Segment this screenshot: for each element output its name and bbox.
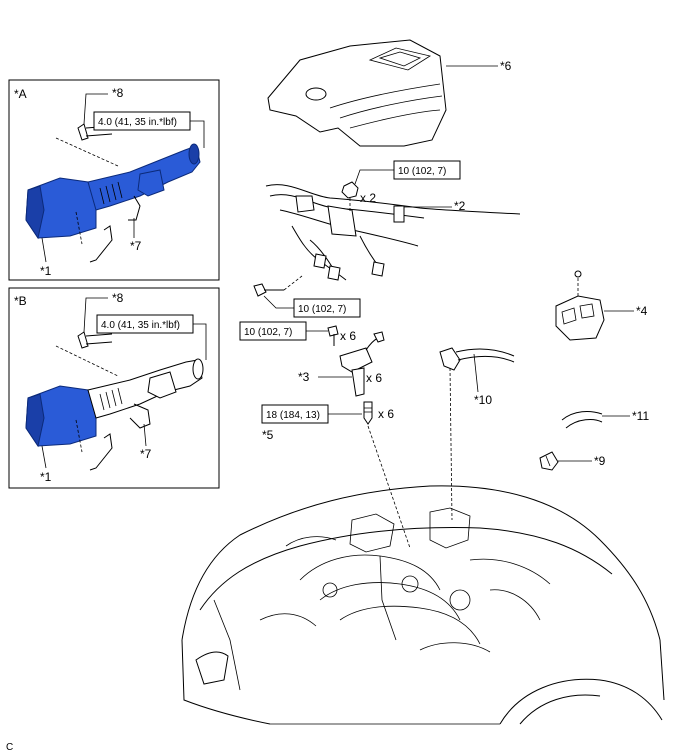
callout-ignition-coil: *3 [298,370,310,384]
inset-a-hose-label: *8 [112,86,124,100]
inset-b: *B *8 4.0 (41, 35 in.*lbf) *1 *7 [8,287,220,489]
inset-b-hose-label: *8 [112,291,124,305]
diagram-code: C [6,742,13,753]
callout-relay-block: *4 [636,304,648,318]
harness-bolt-torque: 10 (102, 7) [253,275,361,318]
part-7-bracket-a [128,195,141,221]
clamp-bolt-a [89,225,113,263]
air-cleaner-housing-b [25,385,97,448]
callout-engine-cover: *6 [500,59,512,73]
callout-wire-harness: *2 [454,199,466,213]
hose-8-a [77,123,89,141]
qty-harness-nut: x 2 [360,191,376,205]
qty-spark-plug: x 6 [378,407,394,421]
qty-coil-bolt: x 6 [340,329,356,343]
inset-a: *A *8 4.0 (41, 35 in.*lbf) *1 *7 [8,79,220,281]
callout-vacuum-hose: *10 [474,393,492,407]
torque-harness-nut: 10 (102, 7) [398,166,446,177]
qty-ignition-coil: x 6 [366,371,382,385]
torque-value-b: 4.0 (41, 35 in.*lbf) [101,320,180,331]
clamp: *9 [539,451,606,471]
inset-a-part-1: *1 [40,264,52,278]
torque-coil-bolt: 10 (102, 7) [244,327,292,338]
torque-value-a: 4.0 (41, 35 in.*lbf) [98,117,177,128]
callout-spark-plug: *5 [262,428,274,442]
inset-b-part-1: *1 [40,470,52,484]
inset-b-label: *B [14,294,27,308]
callout-clamp: *9 [594,454,606,468]
hose-11: *11 [561,409,649,429]
air-cleaner-hose-a [25,143,201,240]
inset-a-part-7: *7 [130,239,142,253]
spark-plug: 18 (184, 13) x 6 *5 [261,401,411,549]
torque-harness-bolt: 10 (102, 7) [298,304,346,315]
inset-a-label: *A [14,87,27,101]
intake-hose-b [87,358,204,419]
relay-block: *4 [555,270,648,341]
torque-spark-plug: 18 (184, 13) [266,410,320,421]
wire-harness: *2 [265,184,521,281]
engine-cover: *6 [267,39,512,147]
engine-bay [181,485,665,725]
harness-nut-torque: 10 (102, 7) x 2 [341,160,461,212]
vacuum-hose: *10 [439,347,515,521]
ignition-coil: 10 (102, 7) x 6 *3 x 6 [239,321,385,397]
inset-b-part-7: *7 [140,447,152,461]
callout-hose-11: *11 [632,409,649,423]
